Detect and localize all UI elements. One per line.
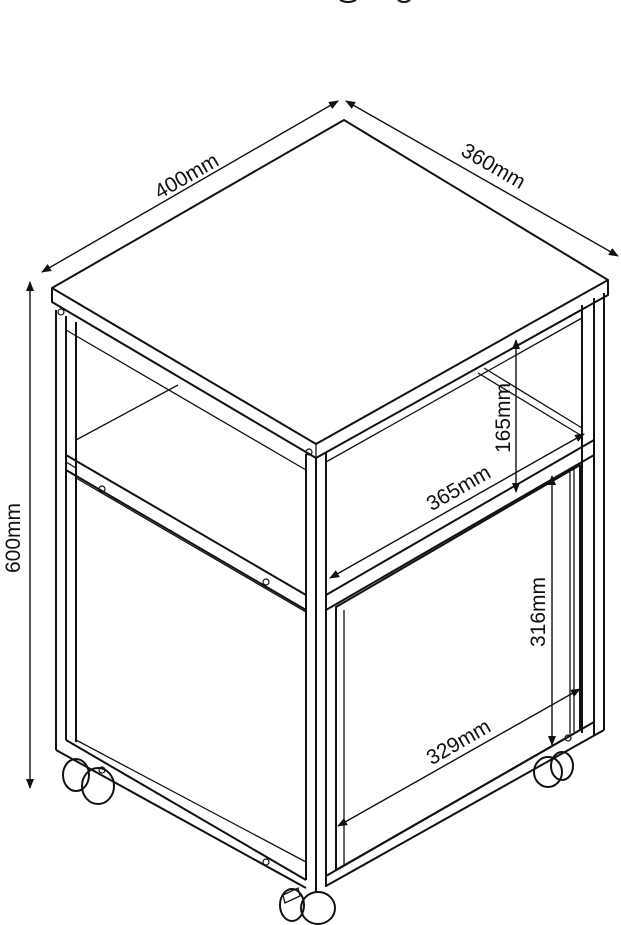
- cropped-top-mark: [339, 0, 411, 3]
- caster-front: [279, 887, 336, 925]
- front-door: [335, 464, 581, 871]
- middle-shelf-right: [325, 439, 595, 611]
- bottom-frame: [55, 721, 605, 889]
- height-label: 600mm: [2, 503, 25, 573]
- shelf-height-label: 165mm: [492, 383, 515, 453]
- door-width-label: 329mm: [423, 715, 495, 770]
- left-side-panel: [75, 476, 307, 864]
- right-back-post: [581, 293, 605, 735]
- middle-shelf-left: [65, 454, 307, 611]
- dim-depth-line: [345, 100, 619, 257]
- dim-shelf-width-line: [329, 433, 585, 579]
- door-height-label: 316mm: [527, 577, 550, 647]
- front-corner-post: [305, 448, 327, 893]
- shelf-width-label: 365mm: [423, 461, 495, 516]
- left-front-post: [55, 308, 77, 750]
- caster-right: [533, 751, 574, 788]
- caster-front-left: [62, 758, 115, 805]
- dim-width-line: [41, 100, 339, 273]
- dim-door-width-line: [337, 688, 581, 827]
